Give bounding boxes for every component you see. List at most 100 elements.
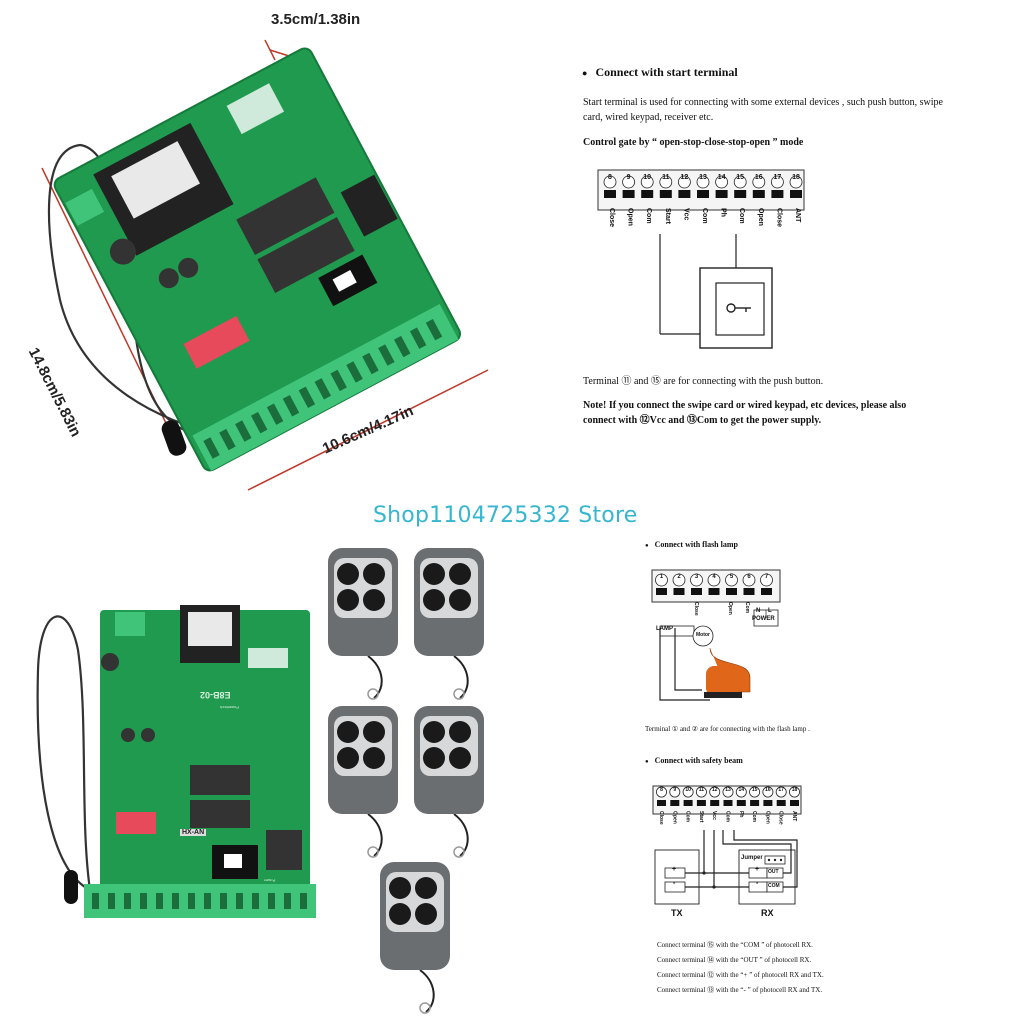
terminal-number-ring [709, 786, 721, 798]
terminal-screw [763, 800, 773, 806]
flash-lamp-open-label: Open [727, 602, 733, 615]
terminal-label: Start [663, 208, 671, 224]
terminal-number-ring [690, 573, 703, 587]
flash-lamp-diagram [651, 569, 781, 701]
terminal-label: Com [724, 811, 731, 823]
terminal-screw [710, 800, 720, 806]
terminal-number-ring [742, 573, 756, 587]
terminal-label: Ph [737, 811, 744, 818]
start-terminal-warning-1: Note! If you connect the swipe card or w… [583, 400, 907, 411]
board-toggle-label: Power [264, 878, 276, 883]
terminal-screw [734, 190, 747, 198]
terminal-number-ring [678, 175, 691, 189]
terminal-number-ring [735, 786, 747, 798]
terminal-number-ring [696, 175, 710, 189]
terminal-label: Start [697, 811, 704, 823]
terminal-screw [683, 800, 693, 806]
terminal-number: 15 [736, 174, 745, 181]
terminal-screw [723, 800, 733, 806]
terminal-label: Close [608, 208, 615, 228]
start-terminal-section: ●Connect with start terminal Start termi… [578, 62, 998, 442]
start-terminal-note: Terminal ⑪ and ⑮ are for connecting with… [583, 376, 824, 387]
flash-lamp-close-label: Close [693, 602, 699, 616]
rx-label: RX [761, 908, 774, 918]
remote-control [380, 862, 450, 1014]
terminal-number: 11 [698, 787, 705, 793]
terminal-screw [790, 190, 802, 198]
start-terminal-heading: ● Connect with start terminal [582, 65, 738, 80]
terminal-screw [708, 588, 720, 595]
terminal-number-ring [749, 786, 761, 798]
remote-button [415, 903, 437, 925]
remote-button [337, 747, 359, 769]
bullet-icon: ● [645, 543, 649, 549]
terminal-label: Open [626, 208, 634, 226]
terminal-label: Open [671, 811, 678, 824]
terminal-label: Com [684, 811, 691, 823]
safety-beam-notes: Connect terminal ⑮ with the “COM ” of ph… [657, 938, 957, 998]
flash-lamp-motor-label: Motor [696, 632, 710, 638]
start-terminal-diagram [597, 169, 805, 349]
terminal-number: 15 [751, 787, 758, 793]
terminal-screw [726, 588, 737, 595]
terminal-number: 10 [643, 174, 652, 181]
terminal-number-ring [682, 786, 694, 798]
tx-minus-label: - [673, 880, 676, 887]
terminal-number: 14 [717, 174, 726, 181]
terminal-number-ring [752, 175, 766, 189]
terminal-number-ring [640, 175, 654, 189]
remote-button [337, 721, 359, 743]
terminal-number-ring [715, 175, 728, 189]
terminal-screw [715, 190, 728, 198]
flash-lamp-note: Terminal ① and ② are for connecting with… [645, 725, 810, 733]
terminal-screw [696, 800, 706, 806]
dimension-top-label: 3.5cm/1.38in [271, 11, 361, 28]
terminal-label: Close [775, 208, 783, 228]
terminal-screw [691, 588, 702, 595]
terminal-number: 13 [725, 787, 731, 793]
terminal-number-ring [760, 573, 773, 587]
flash-lamp-power-label: POWER [752, 616, 775, 622]
terminal-number-ring [622, 175, 635, 189]
start-terminal-warning-2: connect with ⑫Vcc and ⑬Com to get the po… [583, 415, 822, 426]
remote-button [389, 877, 411, 899]
safety-note-1: Connect terminal ⑮ with the “COM ” of ph… [657, 941, 813, 949]
terminal-screw [641, 190, 654, 198]
terminal-label: Open [764, 811, 771, 824]
remote-button [449, 563, 471, 585]
terminal-number: 9 [626, 174, 631, 181]
remote-button [363, 747, 385, 769]
store-watermark: Shop1104725332 Store [373, 503, 638, 528]
terminal-number: 13 [699, 174, 707, 181]
bullet-icon: ● [582, 68, 588, 78]
safety-beam-symbols: + - + - OUT COM Jumper TX RX [651, 784, 811, 934]
remote-control [414, 706, 484, 858]
terminal-number-ring [775, 786, 787, 798]
terminal-label: Com [645, 208, 653, 224]
terminal-label: Close [658, 811, 664, 825]
terminal-number: 5 [729, 574, 734, 580]
terminal-screw [736, 800, 746, 806]
remote-control [414, 548, 484, 700]
terminal-screw [622, 190, 635, 198]
board-relay-label: HX-AN [180, 829, 207, 836]
terminal-number: 17 [773, 174, 782, 181]
terminal-number: 6 [747, 574, 751, 580]
remote-button [423, 563, 445, 585]
terminal-screw [604, 190, 616, 198]
remotes-illustration [328, 548, 484, 1014]
remote-button [449, 747, 471, 769]
remote-button [363, 589, 385, 611]
section-title: Connect with start terminal [595, 65, 738, 79]
terminal-number-ring [770, 175, 784, 189]
terminal-screw [656, 588, 667, 595]
remote-button [337, 589, 359, 611]
terminal-number-ring [659, 175, 673, 189]
safety-beam-heading: ●Connect with safety beam [645, 756, 743, 765]
terminal-screw [771, 190, 784, 198]
